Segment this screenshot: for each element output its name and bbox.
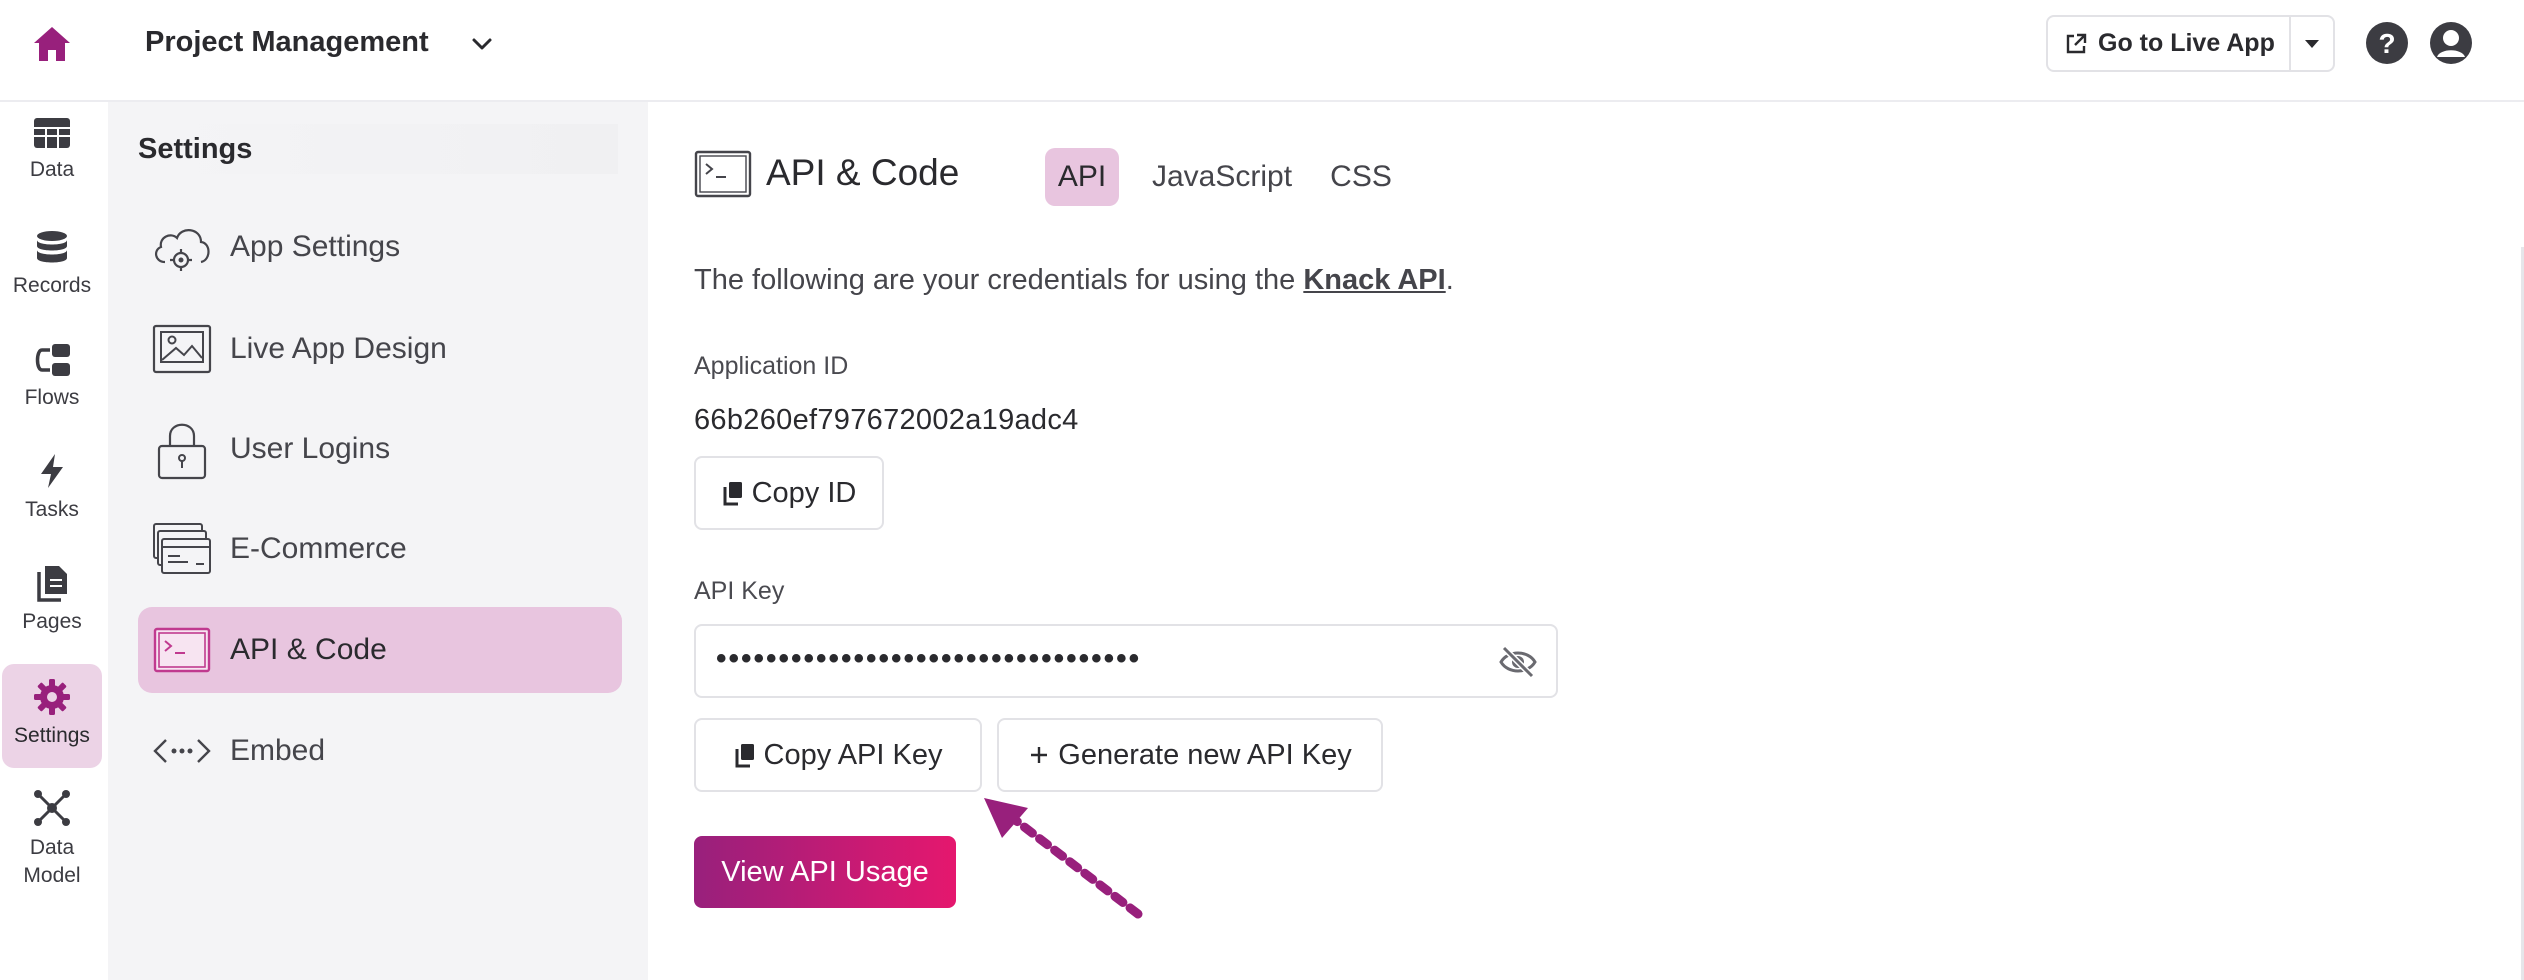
chevron-down-icon[interactable]	[468, 30, 496, 58]
scrollbar[interactable]	[2521, 247, 2524, 980]
external-link-icon	[2066, 33, 2087, 53]
copy-id-label: Copy ID	[751, 476, 857, 509]
application-id-label: Application ID	[694, 352, 849, 380]
rail-label-data-model-1: Data	[29, 836, 75, 859]
caret-down-icon	[2305, 39, 2319, 48]
table-icon	[34, 118, 70, 148]
app-title[interactable]: Project Management	[145, 26, 429, 58]
api-key-masked-value: ••••••••••••••••••••••••••••••••••	[716, 642, 1142, 675]
live-app-dropdown-button[interactable]	[2289, 15, 2335, 72]
rail-label-data-model-2: Model	[23, 864, 81, 887]
rail-item-pages[interactable]: Pages	[2, 564, 102, 654]
terminal-icon	[694, 150, 752, 198]
description-prefix: The following are your credentials for u…	[694, 264, 1304, 296]
go-to-live-app-label: Go to Live App	[2098, 29, 2275, 57]
settings-item-api-code[interactable]: API & Code	[138, 607, 622, 693]
settings-item-label: Embed	[230, 734, 326, 767]
rail-item-records[interactable]: Records	[2, 230, 102, 320]
settings-item-label: User Logins	[230, 432, 391, 465]
rail-item-data[interactable]: Data	[2, 116, 102, 206]
settings-item-e-commerce[interactable]: E-Commerce	[138, 506, 622, 592]
network-icon	[34, 790, 70, 826]
picture-icon	[150, 317, 214, 381]
generate-api-key-label: Generate new API Key	[1058, 738, 1352, 771]
embed-icon	[150, 719, 214, 783]
copy-api-key-label: Copy API Key	[763, 738, 943, 771]
go-to-live-app-button[interactable]: Go to Live App	[2046, 15, 2291, 72]
cards-icon	[150, 517, 214, 581]
description-suffix: .	[1445, 264, 1454, 296]
copy-icon	[723, 482, 742, 506]
rail-item-data-model[interactable]: Data Model	[2, 788, 102, 918]
settings-item-label: App Settings	[230, 230, 401, 263]
rail-label-pages: Pages	[22, 610, 82, 633]
credentials-description: The following are your credentials for u…	[694, 264, 1454, 297]
settings-item-app-settings[interactable]: App Settings	[138, 204, 622, 290]
pointer-arrow-icon	[984, 798, 1143, 919]
settings-item-label: Live App Design	[230, 332, 447, 365]
left-rail: Data Records Flows Tasks Pages Settings …	[0, 102, 108, 980]
rail-label-settings: Settings	[14, 724, 90, 747]
settings-panel: Settings App Settings Live App Design Us…	[108, 102, 648, 980]
knack-api-link[interactable]: Knack API	[1303, 264, 1446, 296]
lock-icon	[150, 417, 214, 481]
help-icon[interactable]: ?	[2364, 20, 2410, 66]
settings-item-live-app-design[interactable]: Live App Design	[138, 306, 622, 392]
settings-item-embed[interactable]: Embed	[138, 708, 622, 794]
main-content: API & Code API JavaScript CSS The follow…	[648, 102, 2524, 980]
copy-api-key-button[interactable]: Copy API Key	[694, 718, 982, 792]
rail-label-data: Data	[29, 158, 75, 181]
bolt-icon	[41, 454, 63, 488]
page-title: API & Code	[766, 152, 960, 193]
gear-icon	[34, 679, 70, 715]
database-icon	[37, 231, 67, 263]
tab-css[interactable]: CSS	[1330, 160, 1392, 193]
application-id-value: 66b260ef797672002a19adc4	[694, 404, 1079, 436]
settings-item-label: API & Code	[230, 633, 387, 666]
flows-icon	[35, 344, 70, 376]
terminal-icon	[150, 618, 214, 682]
pages-icon	[37, 566, 67, 602]
rail-item-flows[interactable]: Flows	[2, 342, 102, 432]
rail-label-tasks: Tasks	[25, 498, 79, 521]
api-key-label: API Key	[694, 577, 785, 605]
generate-api-key-button[interactable]: Generate new API Key	[997, 718, 1383, 792]
rail-item-settings[interactable]: Settings	[2, 664, 102, 768]
cloud-gear-icon	[150, 215, 214, 279]
top-bar: Project Management Go to Live App ?	[0, 0, 2524, 102]
view-api-usage-button[interactable]: View API Usage	[694, 836, 956, 908]
plus-icon	[1031, 747, 1048, 763]
tab-javascript[interactable]: JavaScript	[1151, 160, 1293, 193]
copy-icon	[735, 744, 754, 768]
tab-api[interactable]: API	[1045, 148, 1119, 206]
settings-item-label: E-Commerce	[230, 532, 407, 565]
home-icon[interactable]	[28, 20, 76, 68]
svg-text:?: ?	[2378, 28, 2395, 59]
api-key-field[interactable]: ••••••••••••••••••••••••••••••••••	[694, 624, 1558, 698]
rail-label-flows: Flows	[24, 386, 80, 409]
rail-label-records: Records	[12, 274, 92, 297]
eye-slash-icon[interactable]	[1498, 644, 1538, 680]
rail-item-tasks[interactable]: Tasks	[2, 452, 102, 542]
settings-item-user-logins[interactable]: User Logins	[138, 406, 622, 492]
user-avatar-icon[interactable]	[2428, 20, 2474, 66]
settings-heading: Settings	[138, 124, 618, 174]
copy-id-button[interactable]: Copy ID	[694, 456, 884, 530]
